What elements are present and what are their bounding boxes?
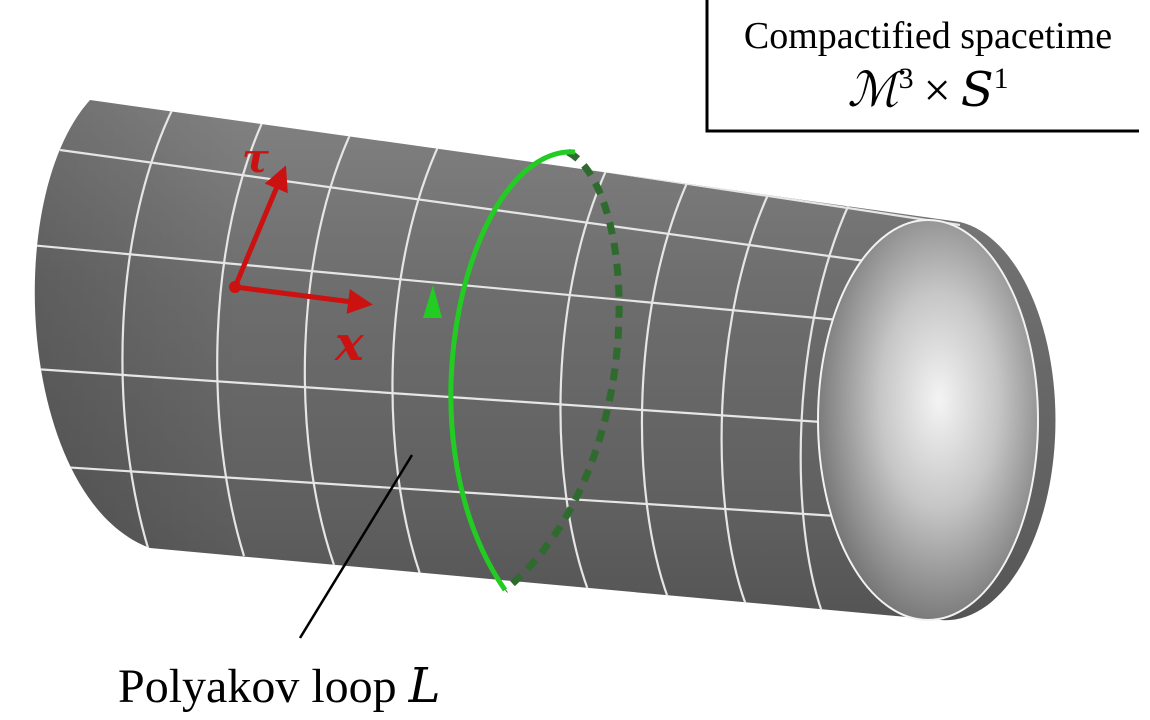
tau-axis: [232, 165, 288, 288]
formula-circle: S: [961, 62, 994, 118]
polyakov-loop-label: Polyakov loop L: [118, 658, 441, 714]
circumference-line: [216, 109, 269, 557]
circumference-line: [799, 201, 851, 613]
x-axis: [234, 284, 373, 314]
x-label: x: [334, 316, 365, 372]
tau-label: τ: [242, 135, 269, 182]
longitude-line: [34, 243, 926, 330]
circumference-line: [559, 157, 613, 591]
spacetime-formula: ℳ3 ×S1: [847, 62, 1008, 118]
polyakov-loop-arrow-icon: [423, 285, 442, 318]
longitude-line: [34, 463, 901, 522]
circumference-line: [121, 100, 179, 549]
cylinder-body: [34, 100, 1056, 621]
coordinate-axes: τ x: [229, 135, 373, 372]
loop-label-text: Polyakov loop: [118, 660, 409, 713]
info-box-title: Compactified spacetime: [744, 15, 1112, 57]
polyakov-loop: [448, 149, 576, 592]
circumference-line: [640, 171, 693, 599]
circumference-line: [720, 185, 773, 606]
longitude-line: [34, 366, 911, 430]
polyakov-loop-hidden: [502, 148, 623, 593]
formula-times: ×: [924, 64, 951, 117]
info-box-frame: [705, 0, 1139, 133]
longitude-line: [59, 148, 946, 274]
cylinder-end-cap: [817, 219, 1039, 621]
formula-manifold-exp: 3: [899, 62, 914, 95]
loop-label-leader: [298, 454, 414, 639]
circumference-line: [391, 133, 445, 575]
spacetime-info-box: Compactified spacetime ℳ3 ×S1: [705, 0, 1139, 133]
surface-grid: [34, 100, 961, 613]
formula-manifold: ℳ: [847, 62, 905, 118]
loop-label-symbol: L: [408, 658, 441, 714]
formula-circle-exp: 1: [994, 62, 1009, 95]
circumference-line: [303, 121, 357, 566]
axes-origin: [229, 281, 241, 293]
